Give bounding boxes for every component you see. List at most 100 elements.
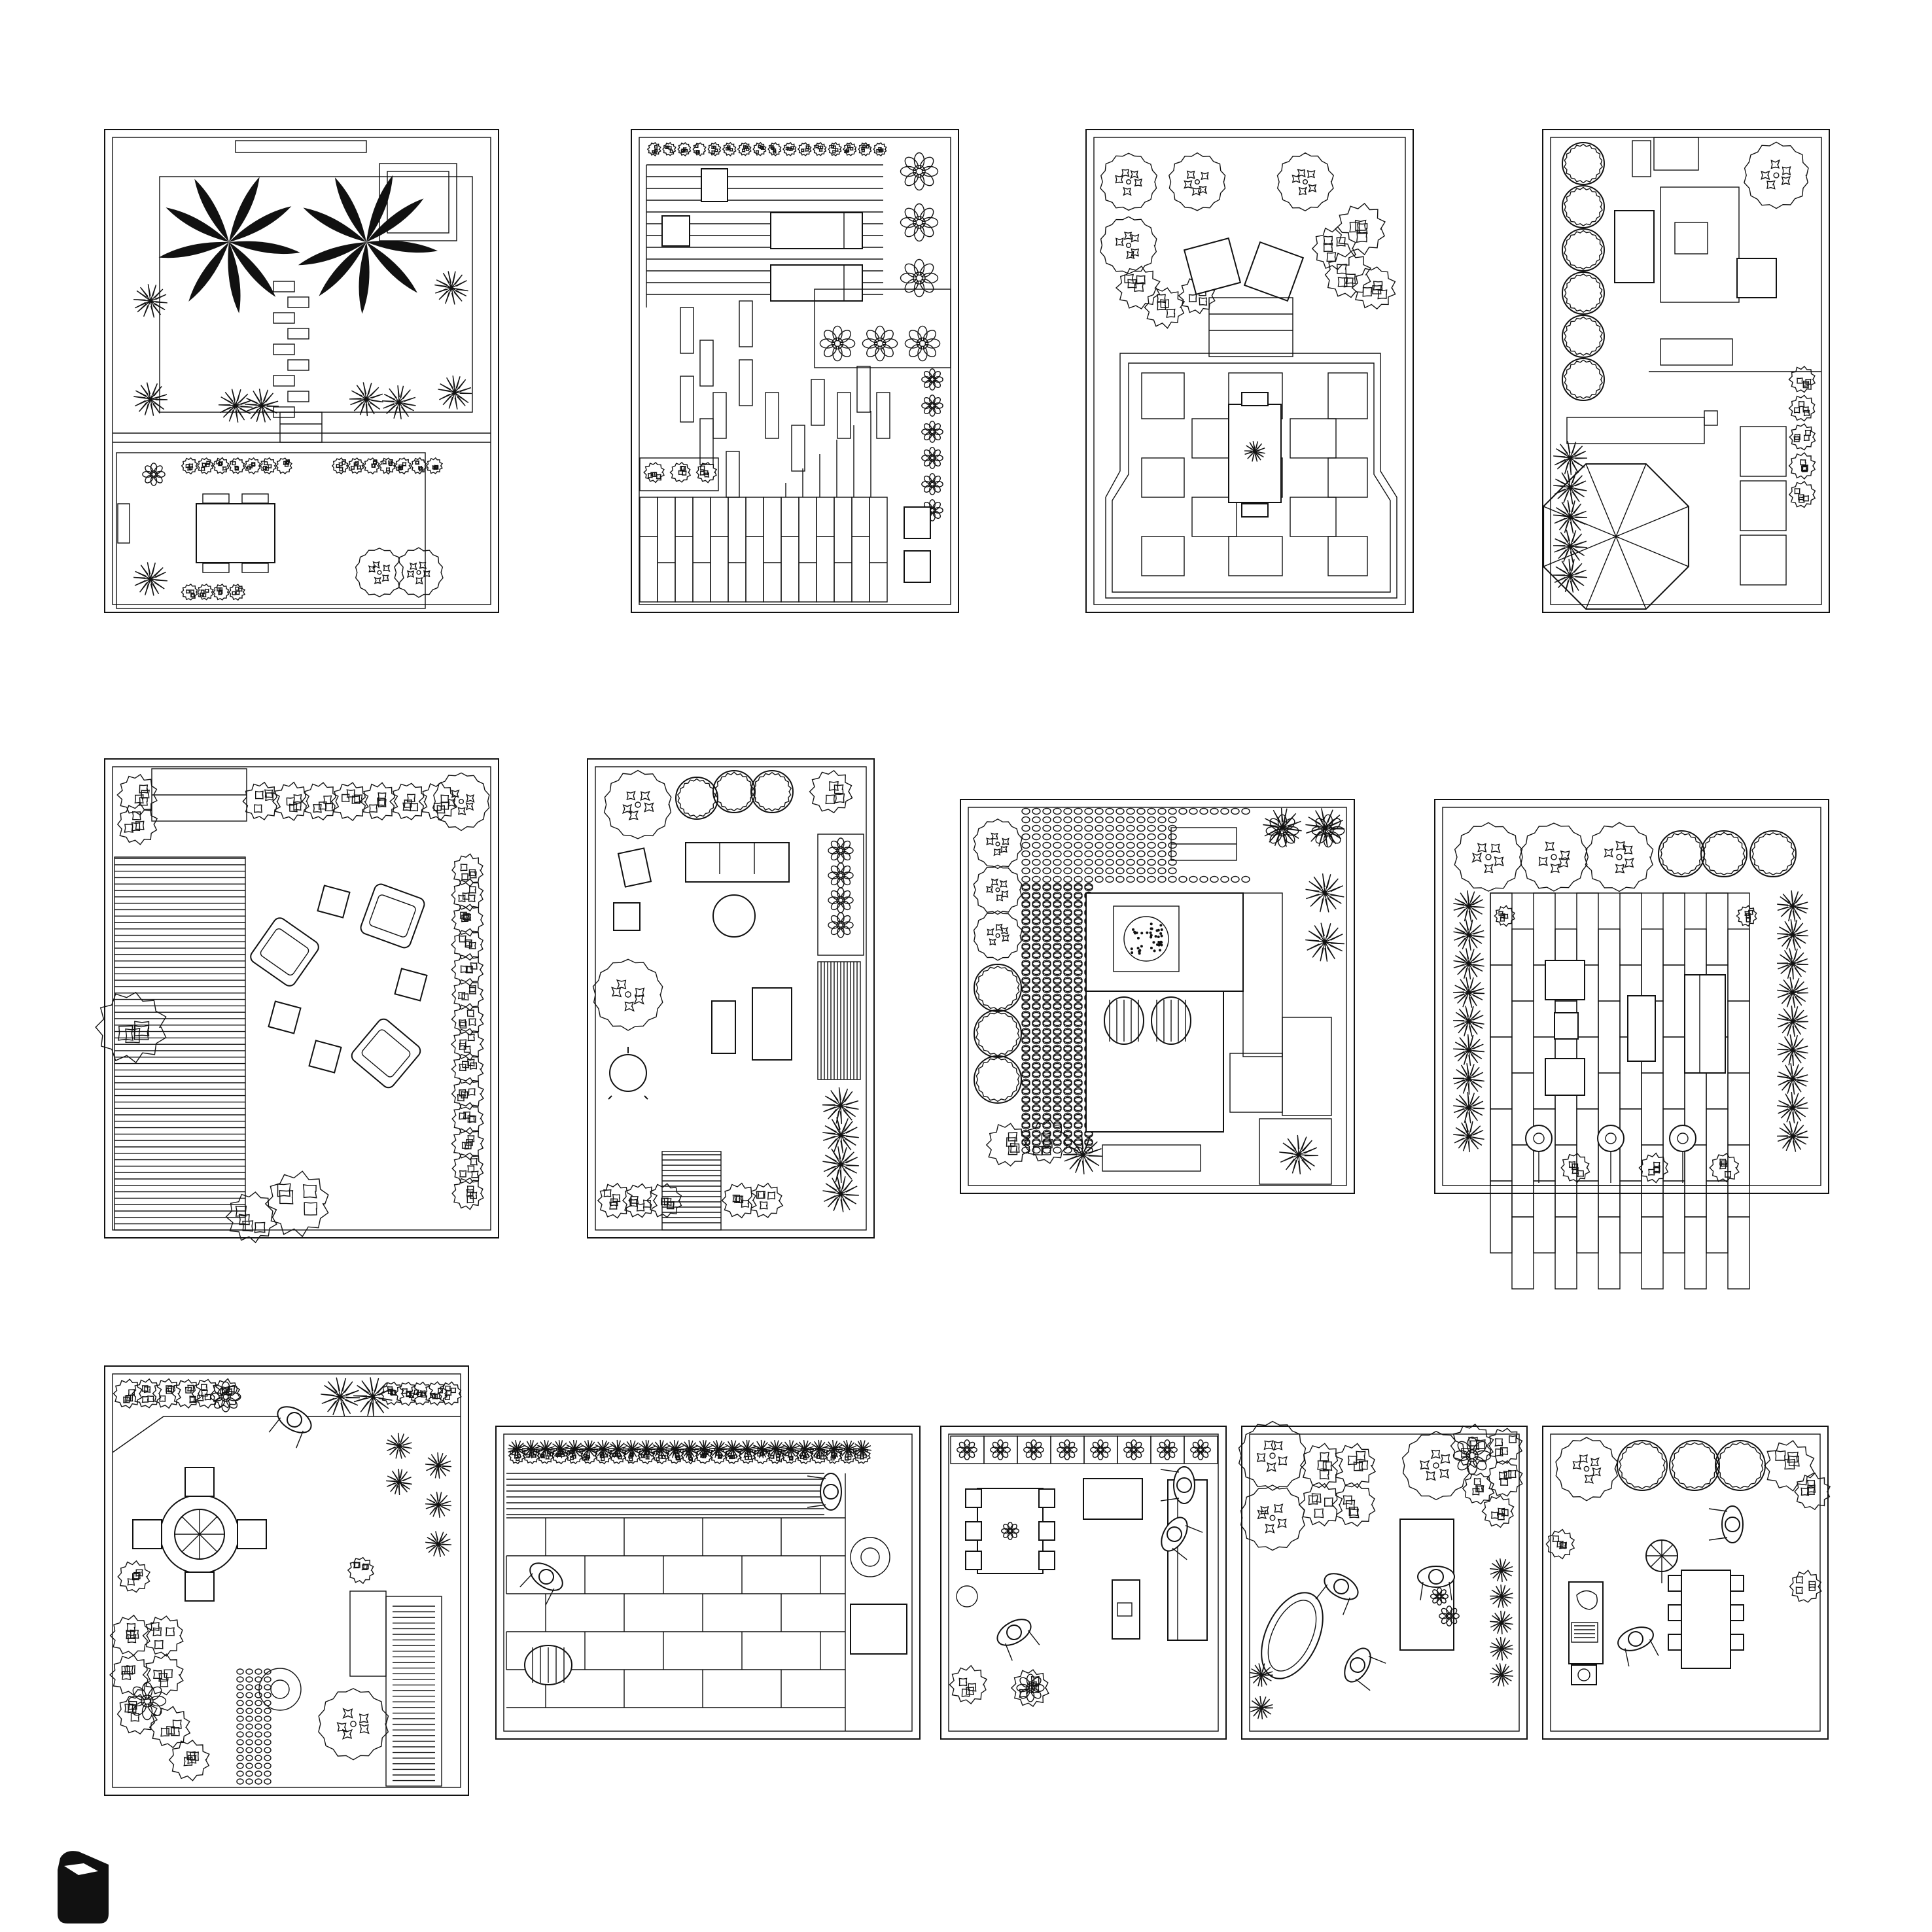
agave-icon [1452, 1006, 1484, 1037]
parasol-icon [1645, 1539, 1678, 1583]
shrub-icon [109, 1614, 152, 1656]
shrub-icon [117, 1560, 150, 1593]
tree-icon [592, 958, 663, 1031]
shrub-icon [1462, 1472, 1495, 1505]
shrub-icon [197, 583, 214, 601]
shrub-icon [551, 1447, 569, 1465]
stairs [385, 1596, 442, 1787]
plan-10 [495, 1426, 921, 1740]
agave-icon [1305, 873, 1344, 913]
agave-icon [1490, 1663, 1513, 1687]
agave-icon [1279, 1134, 1319, 1174]
shrub-icon [652, 1447, 669, 1465]
plan-3 [1085, 129, 1414, 613]
shrub-icon [451, 953, 484, 987]
agave-icon [1489, 1584, 1513, 1608]
agave-icon [1553, 441, 1588, 476]
shrub-icon [272, 781, 310, 821]
tree-icon [1617, 1440, 1668, 1491]
tree-icon [318, 1688, 389, 1761]
shrub-icon [228, 457, 245, 474]
tree-icon [1276, 152, 1334, 212]
agave-icon [1453, 919, 1484, 951]
plan-frame [960, 799, 1355, 1194]
shrub-icon [1351, 266, 1396, 310]
kettle-barbecue-icon [608, 1047, 648, 1100]
dining-table [1681, 1570, 1731, 1669]
tree-icon [675, 777, 718, 820]
shrub-icon [609, 1447, 626, 1464]
agave-icon [1452, 1063, 1484, 1095]
tree-icon [1240, 1484, 1305, 1551]
flower-shrub-icon [1190, 1439, 1211, 1460]
plan-frame [1241, 1426, 1528, 1740]
person-icon [1617, 1505, 1744, 1667]
flower-shrub-icon [921, 395, 943, 417]
person-icon [1315, 1566, 1455, 1691]
flower-shrub-icon [828, 837, 854, 864]
shrub-icon [737, 142, 752, 156]
tree-icon [974, 964, 1022, 1012]
plan-1 [104, 129, 499, 613]
plan-frame [1542, 1426, 1829, 1740]
shrub-icon [1023, 1119, 1068, 1165]
shrub-icon [359, 782, 398, 821]
shrub-icon [809, 769, 853, 814]
shrub-icon [394, 457, 412, 475]
shrub-icon [853, 1447, 871, 1464]
agave-icon [386, 1468, 412, 1496]
plan-6 [587, 758, 875, 1238]
agave-icon [1305, 808, 1344, 847]
flower-shrub-icon [900, 258, 939, 298]
agave-icon [386, 1432, 412, 1459]
shrub-icon [949, 1664, 988, 1705]
plan-13 [1542, 1426, 1831, 1740]
shrub-icon [450, 1028, 485, 1061]
agave-icon [1777, 1063, 1808, 1095]
shrub-icon [451, 1077, 485, 1110]
shrub-icon [522, 1447, 540, 1465]
agave-icon [382, 385, 416, 419]
sofa [1167, 1479, 1208, 1641]
shrub-icon [116, 803, 158, 845]
shrub-icon [378, 457, 396, 475]
shrub-icon [116, 773, 158, 816]
tree-icon [974, 1055, 1022, 1104]
flower-shrub-icon [1001, 1522, 1019, 1540]
agave-icon [1249, 1695, 1274, 1719]
shrub-icon [1638, 1152, 1669, 1184]
tree-canopy [1100, 152, 1334, 275]
lounge-chair [1243, 241, 1305, 302]
shrub-icon [796, 1447, 813, 1465]
planters [1553, 365, 1816, 593]
shrub-icon [451, 928, 483, 961]
flower-shrub-icon [1157, 1439, 1178, 1460]
shrub-icon [508, 1447, 526, 1465]
agave-icon [353, 1377, 393, 1417]
agave-icon [1553, 559, 1587, 593]
agave-icon [1244, 441, 1265, 462]
flower-shrub-icon [1090, 1439, 1111, 1460]
shrub-icon [1331, 1443, 1377, 1488]
outdoor-sofa [685, 842, 790, 883]
shrub-icon [451, 1052, 484, 1085]
flower-shrub-icon [828, 887, 854, 913]
agave-icon [425, 1452, 451, 1479]
agave-icon [1453, 890, 1484, 922]
tile-paving [1490, 892, 1750, 1290]
flower-shrub-icon [862, 325, 898, 362]
plan-frame [940, 1426, 1227, 1740]
shrub-icon [622, 1183, 658, 1218]
hedge-row [507, 1439, 871, 1465]
shrub-icon [191, 1379, 220, 1409]
stairs [661, 1151, 722, 1231]
flower-shrub-icon [990, 1439, 1011, 1460]
flower-shrub-icon [1430, 1587, 1449, 1606]
shrub-icon [782, 1447, 799, 1464]
shrub-icon [1486, 1428, 1523, 1464]
shrub-icon [171, 1379, 202, 1409]
agave-icon [1776, 1121, 1809, 1152]
shrub-icon [747, 1182, 784, 1218]
shrub-icon [228, 584, 246, 601]
